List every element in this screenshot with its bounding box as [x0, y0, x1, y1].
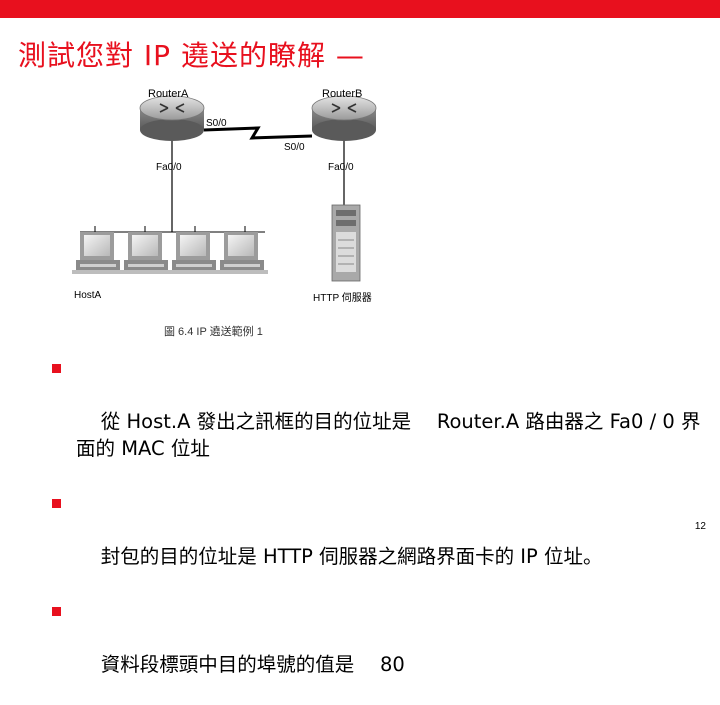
top-accent-bar — [0, 0, 720, 18]
computer-icon — [76, 232, 120, 270]
router-a-fast-label: Fa0/0 — [156, 162, 182, 173]
bullet-list: 從 Host.A 發出之訊框的目的位址是 Router.A 路由器之 Fa0 /… — [52, 354, 712, 705]
figure-caption: 圖 6.4 IP 遶送範例 1 — [164, 324, 263, 338]
router-a-label: RouterA — [148, 88, 189, 100]
bullet-square-icon — [52, 364, 61, 373]
slide-title: 測試您對 IP 遶送的瞭解 — — [18, 39, 365, 72]
bullet-square-icon — [52, 607, 61, 616]
bullet-item: 資料段標頭中目的埠號的值是 80 — [52, 597, 712, 705]
bullet-square-icon — [52, 499, 61, 508]
page-number: 12 — [694, 521, 706, 532]
bullet-item: 封包的目的位址是 HTTP 伺服器之網路界面卡的 IP 位址。 — [52, 489, 712, 597]
network-diagram: RouterA RouterB S0/0 S0/0 Fa0/0 Fa0/0 — [72, 88, 377, 338]
computer-icon — [124, 232, 168, 270]
bullet-text: 從 Host.A 發出之訊框的目的位址是 Router.A 路由器之 Fa0 /… — [76, 410, 701, 460]
bullet-text: 資料段標頭中目的埠號的值是 80 — [100, 653, 405, 676]
bullet-text: 封包的目的位址是 HTTP 伺服器之網路界面卡的 IP 位址。 — [100, 545, 603, 568]
computer-icon — [220, 232, 264, 270]
router-a-serial-label: S0/0 — [206, 118, 227, 129]
router-b-fast-label: Fa0/0 — [328, 162, 354, 173]
host-label: HostA — [74, 290, 102, 301]
server-label: HTTP 伺服器 — [313, 291, 372, 304]
router-a-icon — [139, 95, 205, 141]
router-b-icon — [311, 95, 377, 141]
serial-link — [203, 126, 313, 140]
router-b-serial-label: S0/0 — [284, 142, 305, 153]
bullet-item: 從 Host.A 發出之訊框的目的位址是 Router.A 路由器之 Fa0 /… — [52, 354, 712, 489]
computer-icon — [172, 232, 216, 270]
server-icon — [331, 204, 361, 282]
host-computers — [72, 232, 268, 274]
router-b-label: RouterB — [322, 88, 362, 100]
